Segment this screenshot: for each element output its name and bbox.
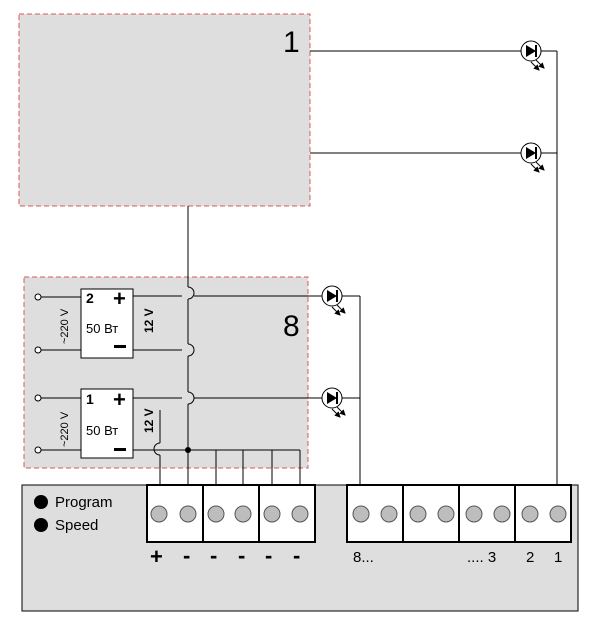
psu-1-output: 12 V — [142, 408, 156, 433]
module-8-number: 8 — [283, 310, 300, 343]
psu-2-index: 2 — [86, 290, 94, 306]
ac-input-terminals — [34, 293, 81, 454]
module-1-number: 1 — [283, 26, 300, 59]
led-channel-8-b-icon — [321, 387, 346, 418]
channel-label-8: 8... — [353, 549, 374, 566]
psu-2-power: 50 Вт — [86, 321, 118, 336]
psu-2-output: 12 V — [142, 308, 156, 333]
terminal-sign-minus-1: - — [183, 543, 190, 568]
psu-1-index: 1 — [86, 391, 94, 407]
speed-label: Speed — [55, 517, 98, 534]
channel-label-3: .... 3 — [467, 549, 496, 566]
terminal-sign-minus-3: - — [238, 543, 245, 568]
channel-label-2: 2 — [526, 549, 534, 566]
module-1-box — [18, 13, 311, 207]
terminal-sign-minus-5: - — [293, 543, 300, 568]
channel-terminal-screws — [352, 505, 567, 523]
power-terminal-screws — [150, 505, 309, 523]
psu-2-input: ~220 V — [59, 308, 71, 344]
terminal-sign-minus-2: - — [210, 543, 217, 568]
program-indicator — [34, 495, 48, 509]
led-channel-1-a-icon — [520, 40, 545, 71]
led-channel-1-b-icon — [520, 142, 545, 173]
power-terminal-strip — [146, 484, 316, 543]
psu-1-plus: + — [113, 387, 126, 412]
program-label: Program — [55, 494, 113, 511]
psu-2-plus: + — [113, 286, 126, 311]
module-8-box — [23, 276, 309, 469]
terminal-sign-minus-4: - — [265, 543, 272, 568]
wiring — [133, 50, 558, 485]
psu-1-input: ~220 V — [59, 411, 71, 447]
psu-1-minus — [114, 448, 126, 451]
psu-2-minus — [114, 345, 126, 348]
terminal-sign-plus: + — [150, 544, 163, 569]
psu-1-box — [80, 388, 134, 459]
speed-indicator — [34, 518, 48, 532]
led-channel-8-a-icon — [321, 285, 346, 316]
channel-label-1: 1 — [554, 549, 562, 566]
ground-junction — [185, 447, 191, 453]
psu-1-power: 50 Вт — [86, 423, 118, 438]
